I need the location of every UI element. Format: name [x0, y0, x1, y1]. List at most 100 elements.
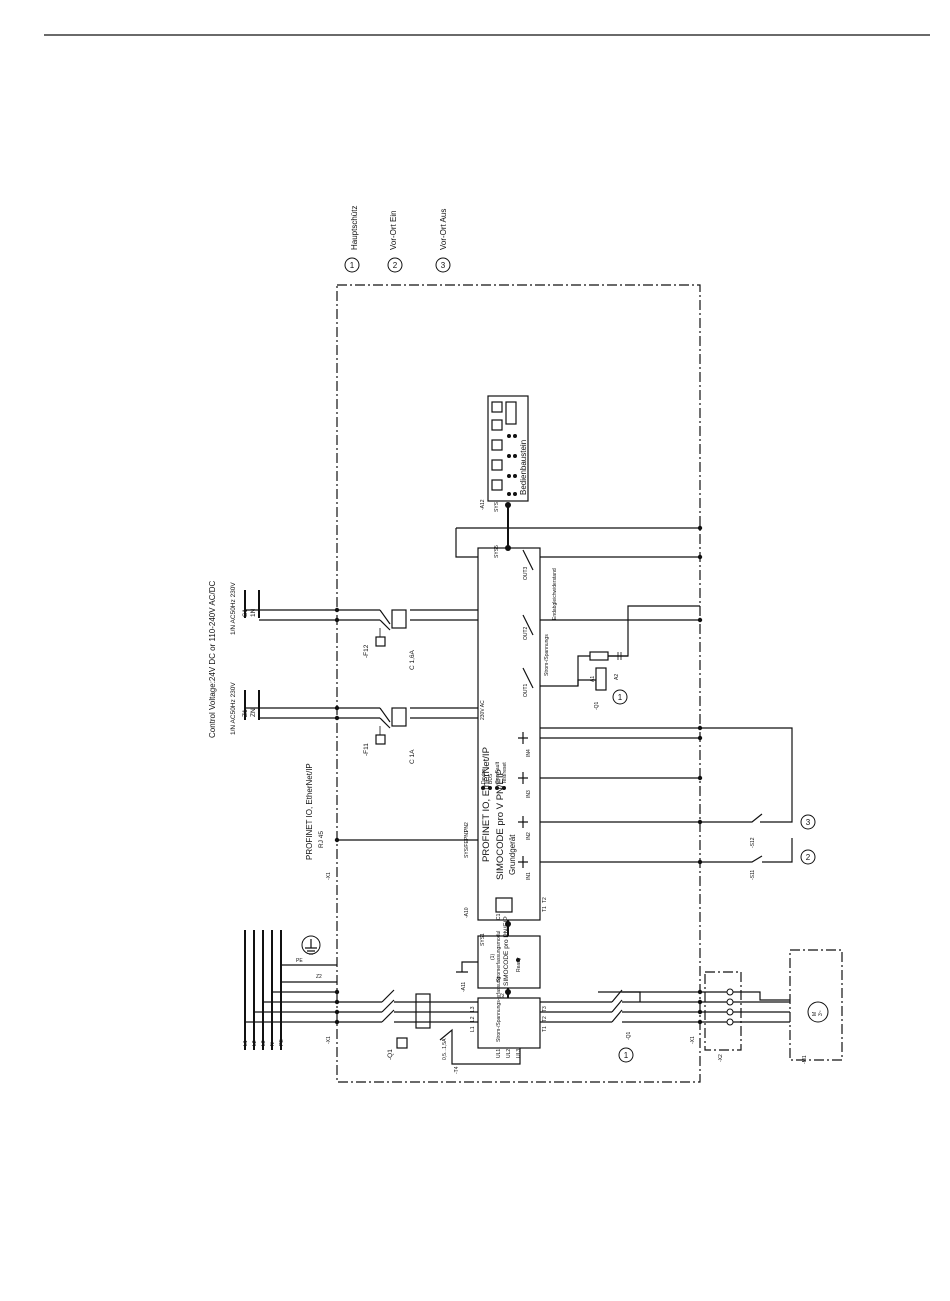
rl-label: Endabgleichwiderstand — [552, 568, 558, 620]
x2-ref: -X2 — [718, 1054, 724, 1062]
legend-circle-2 — [387, 257, 403, 273]
motor-symbol — [807, 1001, 829, 1023]
operator-panel: Bedienbaustein -A12 SYS — [480, 395, 529, 512]
motor-label: M — [812, 1012, 818, 1016]
t4-l3: L3 — [470, 1006, 476, 1012]
line-n: N — [270, 1042, 276, 1046]
t4-t1: T1 — [542, 1026, 548, 1032]
t4-t2: T2 — [542, 1016, 548, 1022]
base-unit-title-1: PROFINET IO, EtherNet/IP — [481, 747, 492, 862]
label-ac: 230V AC — [480, 700, 486, 720]
in1-label: IN1 — [526, 872, 532, 880]
contactor-coil-a1: A1 — [590, 676, 596, 682]
led-test: Test/reset — [502, 762, 508, 784]
out3-label: OUT3 — [523, 566, 529, 580]
breaker-q1: -Q1 0,5...1,5A — [337, 989, 521, 1065]
legend-item-3: 3 Vor-Ort Aus — [435, 209, 451, 273]
pushbuttons: -S11 -S12 2 3 — [700, 727, 816, 880]
legend: 1 Hauptschütz 2 Vor-Ort Ein 3 Vor-Ort Au… — [344, 206, 451, 273]
z2-label: Z2 — [316, 974, 322, 980]
zn-label: ZN — [250, 708, 257, 717]
a11-sys1: SYS1 — [480, 933, 486, 946]
q1-breaker-ref: -Q1 — [387, 1049, 394, 1060]
control-voltage-label: Control Voltage:24V DC or 110-240V AC/DC — [208, 581, 217, 738]
a11-ref: -A11 — [461, 982, 467, 992]
a11-line1: SIMOCODE pro PN/EIP — [503, 916, 510, 986]
s11-ref: -S11 — [750, 870, 756, 880]
inputs: IN1 IN2 IN3 IN4 — [518, 732, 532, 880]
s12-ref: -S12 — [750, 837, 756, 848]
relay-label: Strom-/Spannungs — [544, 634, 550, 676]
base-unit-title-3: Grundgerät — [508, 834, 517, 875]
legend-num-3: 3 — [441, 261, 446, 270]
op-panel-label: Bedienbaustein — [519, 440, 528, 495]
label-pn2: PN2 — [464, 822, 470, 832]
status-leds: Device BUS Gen.Fault Test/reset — [481, 761, 508, 790]
f12-ref: -F12 — [363, 644, 370, 658]
legend-label-2: Vor-Ort Ein — [389, 210, 398, 250]
control-supply-wiring — [244, 590, 478, 721]
op-panel-ref: -A12 — [480, 499, 486, 510]
line-l3: L3 — [261, 1040, 267, 1046]
breaker-f11: -F11 C 1A — [363, 707, 416, 764]
c1-label: C1 — [496, 913, 502, 920]
supply-a-label: 1/N AC50Hz 230V — [230, 582, 237, 635]
t4-body — [477, 997, 541, 1049]
supply-labels: Control Voltage:24V DC or 110-240V AC/DC… — [208, 581, 325, 860]
s12-num: 3 — [806, 818, 811, 827]
t4-ul1: UL1 — [496, 1049, 502, 1058]
in4-label: IN4 — [526, 749, 532, 757]
t4-t3: T3 — [542, 1006, 548, 1012]
rj45-label: RJ 45 — [318, 831, 325, 848]
f11-ref: -F11 — [363, 743, 370, 756]
t4-label: Strom-/Spannungs-erfassung — [496, 976, 502, 1042]
pe-label: PE — [296, 958, 303, 964]
sys5-label: SYS5 — [494, 545, 500, 558]
contactor-coil-a2: A2 — [614, 674, 620, 680]
f12-rating: C 1,6A — [409, 649, 416, 670]
a11-line2: Stromerfassungsmodul — [496, 931, 502, 982]
supply-b-label: 1/N AC50Hz 230V — [230, 682, 237, 735]
led-genfault: Gen.Fault — [495, 761, 501, 784]
q1-main-ref: -Q1 — [626, 1031, 632, 1040]
x1-out-ref: -X1 — [690, 1036, 696, 1044]
base-unit-title-2: SIMOCODE pro V PN/EIP — [495, 769, 506, 880]
f11-rating: C 1A — [409, 749, 416, 764]
network-wiring: -X1 — [326, 837, 478, 880]
t4-ul2: UL2 — [506, 1049, 512, 1058]
legend-num-2: 2 — [393, 261, 398, 270]
a11-line3: (1) — [490, 954, 496, 960]
n1-label: 1N — [250, 608, 257, 617]
simocode-base-unit: PROFINET IO, EtherNet/IP SIMOCODE pro V … — [464, 547, 548, 921]
out2-label: OUT2 — [523, 626, 529, 640]
a11-ready: Ready — [516, 957, 522, 972]
legend-num-1: 1 — [350, 261, 355, 270]
current-sensor: Strom-/Spannungs-erfassung -T4 L1 L2 L3 … — [454, 976, 548, 1074]
motor-power-wiring: 1 -Q1 -X2 -X1 — [540, 971, 790, 1063]
x1-main-ref: -X1 — [326, 1036, 332, 1044]
legend-circle-1 — [344, 257, 360, 273]
q1-breaker-rating: 0,5...1,5A — [442, 1038, 448, 1060]
motor-ref: -M1 — [802, 1055, 808, 1064]
out1-label: OUT1 — [523, 683, 529, 697]
motor-phase: 3~ — [818, 1010, 824, 1016]
s11-num: 2 — [806, 853, 811, 862]
base-unit-ref: -A10 — [464, 907, 470, 918]
current-measuring-module: SIMOCODE pro PN/EIP Stromerfassungsmodul… — [456, 916, 541, 1006]
line-pe: PE — [279, 1039, 285, 1046]
t4-l1: L1 — [470, 1026, 476, 1032]
label-pn1: PN1 — [464, 830, 470, 840]
legend-item-2: 2 Vor-Ort Ein — [387, 210, 403, 273]
network-label: PROFINET IO, EtherNet/IP — [305, 763, 314, 860]
q1-main-num: 1 — [624, 1051, 629, 1060]
legend-label-3: Vor-Ort Aus — [439, 209, 448, 250]
legend-label-1: Hauptschütz — [350, 206, 359, 250]
q1-coil-ref: -Q1 — [594, 701, 600, 710]
led-bus: BUS — [488, 773, 494, 784]
output-wiring: A1 A2 Strom-/Spannungs Endabgleichwiders… — [540, 525, 703, 865]
op-panel-sys: SYS — [494, 501, 500, 512]
in2-label: IN2 — [526, 832, 532, 840]
base-unit-body — [477, 547, 541, 921]
line-l2: L2 — [252, 1040, 258, 1046]
